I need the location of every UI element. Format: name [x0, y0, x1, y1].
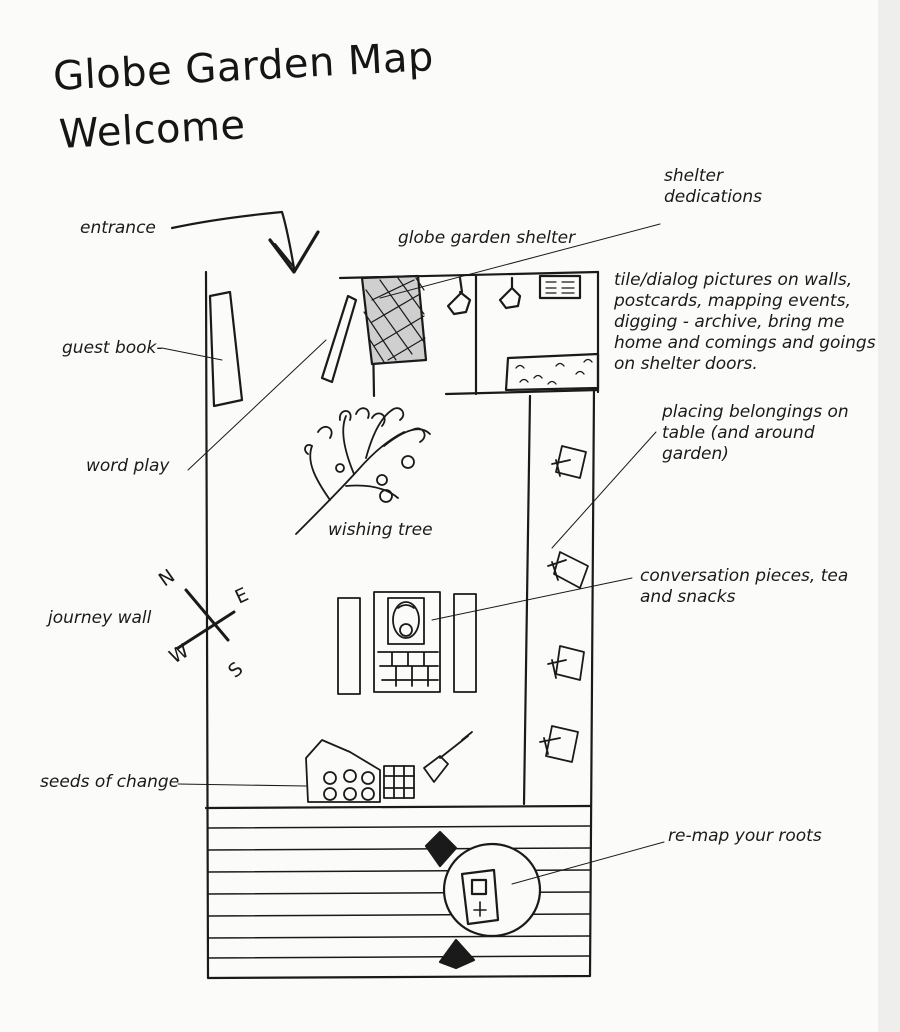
label-word-play: word play: [86, 456, 170, 476]
paper-edge: [878, 0, 900, 1032]
compass-rose: [176, 588, 236, 650]
label-conversation-pieces: conversation pieces, tea and snacks: [640, 566, 849, 607]
deck-boards: [207, 825, 591, 959]
guest-book-shape: [208, 290, 244, 408]
belongings-tables: [539, 445, 589, 763]
label-placing-belongings: placing belongings on table (and around …: [662, 402, 849, 464]
leader-lines: [161, 223, 665, 885]
label-guest-book: guest book-: [62, 338, 163, 358]
shelter: [338, 270, 600, 398]
entrance-arrow: [170, 210, 320, 274]
word-play-board: [320, 294, 358, 384]
label-seeds-of-change: seeds of change: [40, 772, 180, 792]
label-entrance: entrance: [80, 218, 156, 238]
label-journey-wall: journey wall: [48, 608, 152, 628]
label-re-map-roots: re-map your roots: [668, 826, 822, 846]
label-tile-dialog: tile/dialog pictures on walls, postcards…: [614, 270, 876, 374]
seeds-box: [305, 731, 473, 803]
roots-table: [424, 830, 542, 970]
label-shelter-dedications: shelter dedications: [664, 166, 762, 207]
label-globe-garden-shelter: globe garden shelter: [398, 228, 576, 248]
wishing-tree: [295, 407, 431, 535]
conversation-table: [337, 591, 477, 695]
label-wishing-tree: wishing tree: [328, 520, 433, 540]
